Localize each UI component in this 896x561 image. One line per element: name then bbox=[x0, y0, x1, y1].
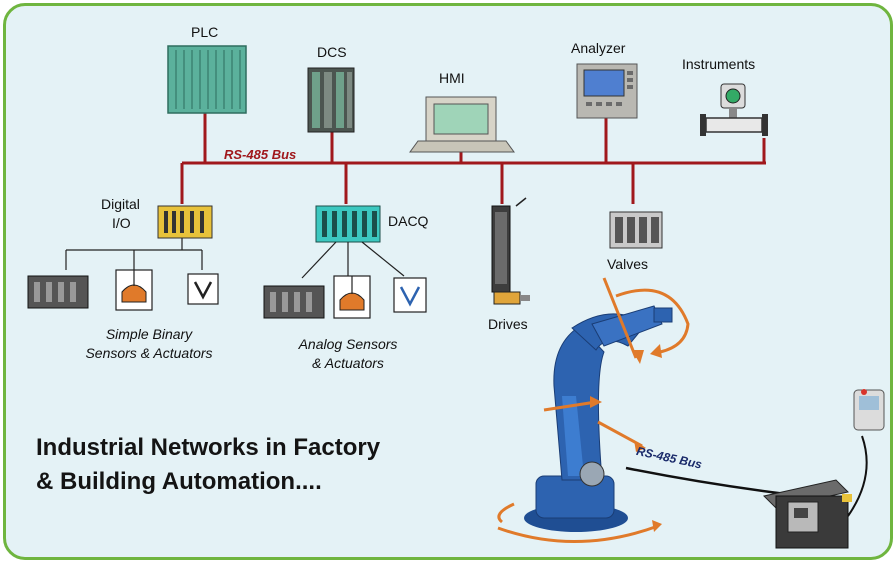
analog-label-line1: Analog Sensors bbox=[298, 336, 398, 352]
hmi-device bbox=[409, 96, 515, 153]
drives-device bbox=[491, 197, 530, 305]
dcs-label: DCS bbox=[317, 44, 347, 60]
dacq-branches bbox=[301, 241, 405, 279]
title-line2: & Building Automation.... bbox=[36, 468, 322, 495]
analog-sensor-module bbox=[263, 285, 325, 319]
digital-io-branches bbox=[65, 238, 203, 270]
analyzer-label: Analyzer bbox=[571, 40, 626, 56]
simple-binary-label-line1: Simple Binary bbox=[105, 326, 193, 342]
binary-switch-symbol bbox=[187, 273, 219, 305]
analog-actuator-valve bbox=[333, 275, 371, 319]
valves-label: Valves bbox=[607, 256, 648, 272]
binary-sensor-module bbox=[27, 275, 89, 309]
teach-pendant bbox=[853, 389, 885, 431]
controller-cable bbox=[847, 435, 868, 517]
instruments-device bbox=[700, 83, 768, 136]
industrial-robot bbox=[524, 305, 673, 532]
digital-io-device bbox=[157, 205, 213, 239]
plc-device bbox=[167, 45, 247, 114]
robot-controller bbox=[763, 479, 852, 549]
analog-sensor-symbol bbox=[393, 277, 427, 313]
simple-binary-label-line2: Sensors & Actuators bbox=[85, 345, 213, 361]
dacq-device bbox=[315, 205, 381, 243]
analyzer-device bbox=[576, 63, 638, 119]
rs485-bus-lines bbox=[180, 113, 766, 204]
robot-arrow-heads bbox=[590, 344, 662, 532]
hmi-label: HMI bbox=[439, 70, 465, 86]
robot-motion-arrows bbox=[497, 277, 690, 543]
diagram-title: Industrial Networks in Factory & Buildin… bbox=[36, 431, 380, 499]
instruments-label: Instruments bbox=[682, 56, 756, 72]
rs485-bus-label: RS-485 Bus bbox=[224, 147, 297, 162]
digital-io-label-line1: Digital bbox=[101, 196, 140, 212]
digital-io-label-line2: I/O bbox=[112, 215, 131, 231]
dcs-device bbox=[307, 67, 355, 133]
title-line1: Industrial Networks in Factory bbox=[36, 434, 381, 461]
diagram-frame: PLC DCS HMI Analyzer Instruments RS-485 … bbox=[3, 3, 893, 560]
dacq-label: DACQ bbox=[388, 213, 429, 229]
binary-actuator-valve bbox=[115, 269, 153, 311]
plc-label: PLC bbox=[191, 24, 219, 40]
valves-device bbox=[609, 211, 663, 249]
network-diagram bbox=[27, 45, 885, 549]
drives-label: Drives bbox=[488, 316, 528, 332]
analog-label-line2: & Actuators bbox=[312, 355, 384, 371]
robot-bus-cable bbox=[625, 466, 787, 496]
